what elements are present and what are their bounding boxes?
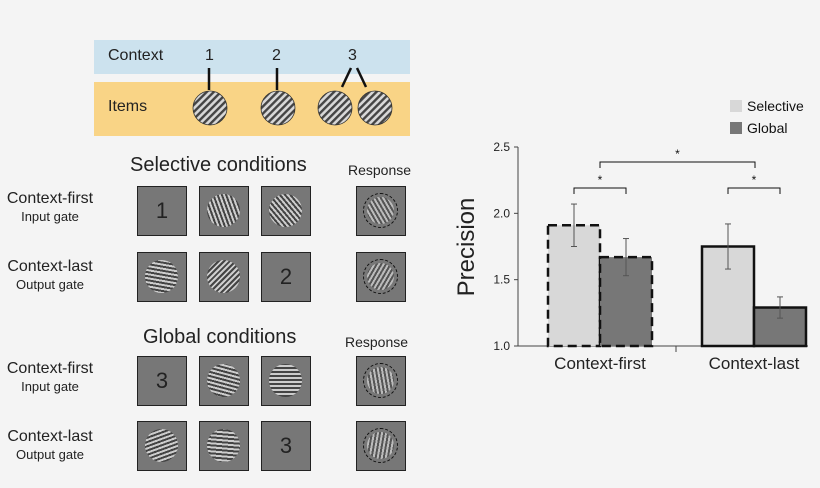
items-band — [94, 82, 410, 136]
cue-number: 2 — [279, 264, 293, 289]
legend-label: Selective — [747, 98, 804, 114]
response-ring — [363, 193, 398, 228]
row-label-sub: Input gate — [21, 209, 79, 224]
x-tick-label: Context-first — [554, 354, 646, 373]
row-label-main: Context-first — [6, 360, 94, 377]
selective-response-label: Response — [348, 162, 412, 178]
stimulus-tile — [261, 186, 311, 236]
item-grating-1 — [192, 90, 228, 126]
cue-tile: 3 — [137, 356, 187, 406]
significance-star: * — [598, 173, 603, 187]
row-label-main: Context-first — [6, 190, 94, 207]
legend-label: Global — [747, 120, 787, 136]
y-tick-label: 1.0 — [493, 339, 510, 353]
response-tile — [356, 186, 406, 236]
item-grating-3b — [357, 90, 393, 126]
y-tick-label: 2.5 — [493, 140, 510, 154]
cue-tile: 2 — [261, 252, 311, 302]
stimulus-tile — [199, 356, 249, 406]
stimulus-tile — [137, 421, 187, 471]
context-number-3: 3 — [348, 47, 357, 64]
cue-tile: 3 — [261, 421, 311, 471]
context-label: Context — [108, 47, 164, 64]
y-tick-label: 2.0 — [493, 206, 510, 220]
stimulus-tile — [199, 421, 249, 471]
legend-swatch — [730, 100, 742, 112]
row-label-main: Context-last — [7, 428, 93, 445]
item-grating-3a — [317, 90, 353, 126]
grating-probe — [367, 197, 394, 224]
y-axis-label: Precision — [453, 198, 480, 297]
significance-bracket — [727, 187, 781, 194]
stimulus-tile — [137, 252, 187, 302]
significance-star: * — [675, 147, 680, 161]
response-tile — [356, 356, 406, 406]
global-row-2-label: Context-last Output gate — [0, 428, 100, 462]
global-row-1-label: Context-first Input gate — [0, 360, 100, 394]
row-label-sub: Output gate — [16, 277, 84, 292]
items-label: Items — [108, 98, 148, 115]
response-ring — [363, 363, 398, 398]
grating-stimulus — [269, 194, 302, 227]
selective-title: Selective conditions — [130, 154, 307, 176]
grating-probe — [367, 263, 394, 290]
cue-tile: 1 — [137, 186, 187, 236]
cue-number: 1 — [155, 198, 169, 223]
cue-number: 3 — [279, 433, 293, 458]
response-tile — [356, 252, 406, 302]
grating-stimulus — [145, 429, 178, 462]
response-ring — [363, 259, 398, 294]
selective-row-2-label: Context-last Output gate — [0, 258, 100, 292]
significance-bracket — [573, 187, 627, 194]
context-number-1: 1 — [205, 47, 214, 64]
response-tile — [356, 421, 406, 471]
grating-probe — [367, 367, 394, 394]
context-item-links — [192, 67, 393, 126]
grating-stimulus — [207, 260, 240, 293]
grating-stimulus — [207, 364, 240, 397]
x-tick-label: Context-last — [709, 354, 800, 373]
significance-bracket — [599, 161, 756, 168]
row-label-sub: Output gate — [16, 447, 84, 462]
grating-stimulus — [145, 260, 178, 293]
row-label-main: Context-last — [7, 258, 93, 275]
global-title: Global conditions — [143, 326, 297, 348]
grating-stimulus — [207, 194, 240, 227]
selective-row-1-label: Context-first Input gate — [0, 190, 100, 224]
cue-number: 3 — [155, 368, 169, 393]
global-response-label: Response — [345, 334, 409, 350]
grating-probe — [367, 432, 394, 459]
significance-star: * — [752, 173, 757, 187]
response-ring — [363, 428, 398, 463]
grating-stimulus — [269, 364, 302, 397]
context-number-2: 2 — [272, 47, 281, 64]
stimulus-tile — [199, 186, 249, 236]
item-grating-2 — [260, 90, 296, 126]
grating-stimulus — [207, 429, 240, 462]
legend-swatch — [730, 122, 742, 134]
stimulus-tile — [199, 252, 249, 302]
row-label-sub: Input gate — [21, 379, 79, 394]
stimulus-tile — [261, 356, 311, 406]
y-tick-label: 1.5 — [493, 273, 510, 287]
